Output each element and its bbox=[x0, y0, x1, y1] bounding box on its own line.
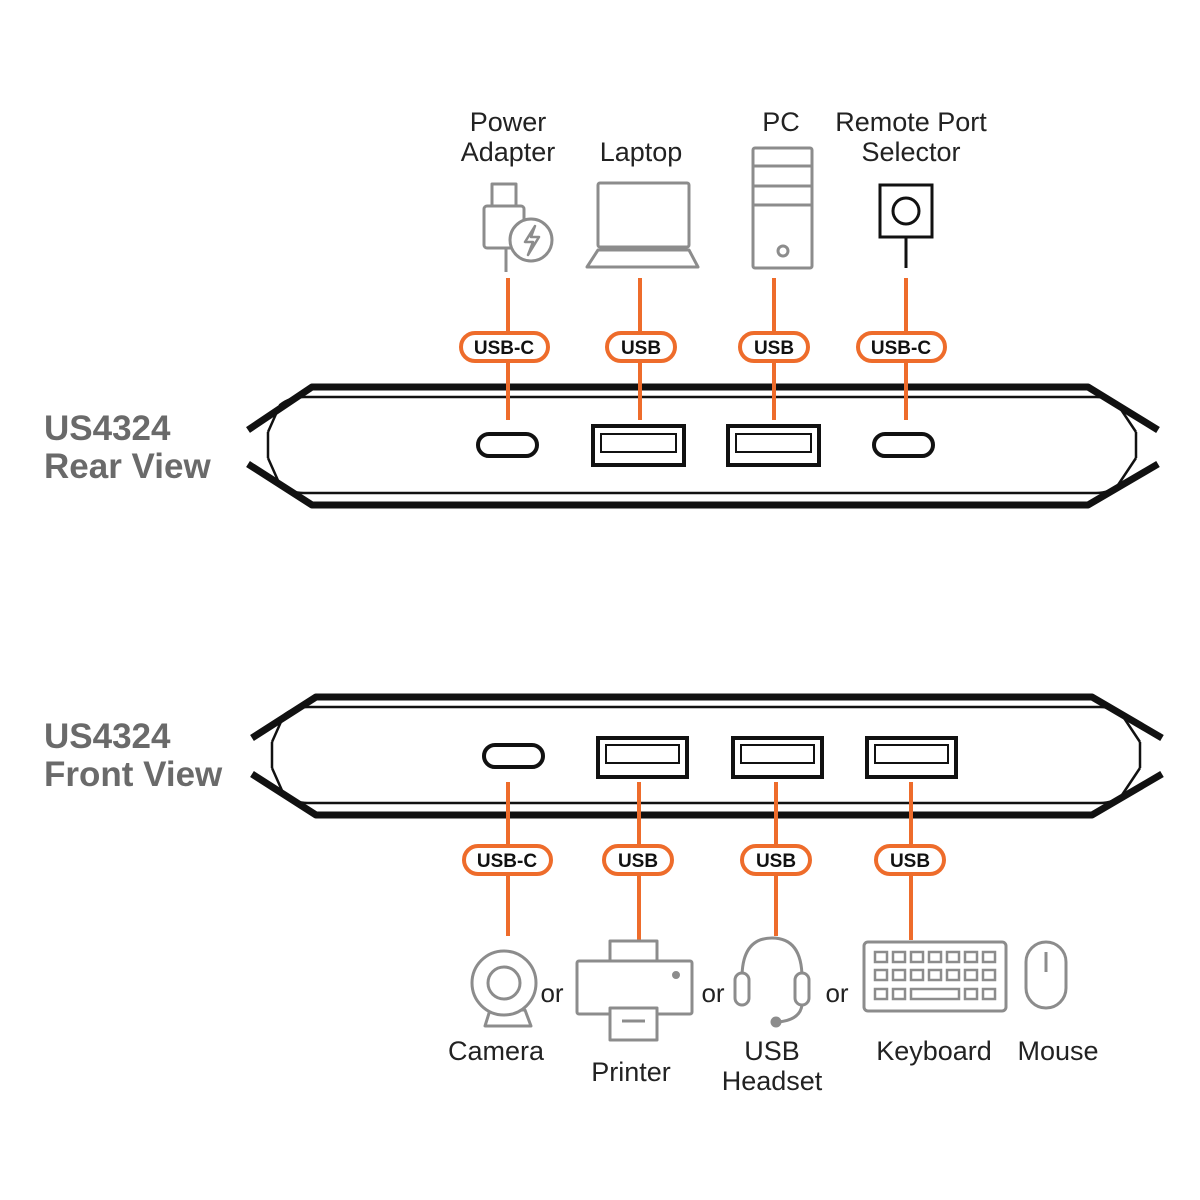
rear-usb-c-port-1 bbox=[476, 432, 539, 458]
rear-usb-a-port-2 bbox=[726, 424, 821, 467]
front-usb-c-port bbox=[482, 743, 545, 769]
front-device-body bbox=[250, 693, 1164, 819]
camera-label: Camera bbox=[448, 1036, 545, 1066]
rear-usb-c-port-2 bbox=[872, 432, 935, 458]
front-usb-a-port-3 bbox=[865, 736, 958, 779]
headset-label-line2: Headset bbox=[722, 1066, 823, 1096]
front-title-view: Front View bbox=[44, 755, 223, 794]
front-port-badge-4: USB bbox=[874, 844, 946, 876]
front-view: US4324 Front View bbox=[44, 693, 1164, 1096]
rear-usb-a-port-1 bbox=[591, 424, 686, 467]
front-title-model: US4324 bbox=[44, 717, 171, 756]
headset-label-line1: USB bbox=[744, 1036, 800, 1066]
rear-port-badge-2-text: USB bbox=[621, 338, 661, 359]
rear-device-body bbox=[246, 383, 1160, 509]
rear-port-badge-2: USB bbox=[605, 331, 677, 363]
front-usb-a-port-1 bbox=[596, 736, 689, 779]
or-separator-1: or bbox=[540, 978, 563, 1008]
remote-port-selector-label-line1: Remote Port bbox=[835, 107, 987, 137]
rear-port-badge-1: USB-C bbox=[459, 331, 550, 363]
headset-icon bbox=[733, 936, 811, 1028]
rear-title-view: Rear View bbox=[44, 447, 211, 486]
power-adapter-label-line1: Power bbox=[470, 107, 547, 137]
front-port-badge-2: USB bbox=[602, 844, 674, 876]
rear-port-badge-1-text: USB-C bbox=[474, 338, 534, 359]
rear-port-badge-4-text: USB-C bbox=[871, 338, 931, 359]
rear-port-badge-3: USB bbox=[738, 331, 810, 363]
front-connector-lines bbox=[506, 782, 913, 940]
printer-icon bbox=[575, 939, 694, 1042]
remote-port-selector-icon bbox=[878, 183, 934, 268]
front-port-badge-4-text: USB bbox=[890, 851, 930, 872]
mouse-label: Mouse bbox=[1017, 1036, 1098, 1066]
front-usb-a-port-2 bbox=[731, 736, 824, 779]
rear-title-model: US4324 bbox=[44, 409, 171, 448]
or-separator-2: or bbox=[701, 978, 724, 1008]
keyboard-icon bbox=[862, 940, 1008, 1013]
pc-label: PC bbox=[762, 107, 800, 137]
rear-view: US4324 Rear View bbox=[44, 107, 1160, 509]
pc-tower-icon bbox=[751, 146, 814, 270]
front-port-badge-3: USB bbox=[740, 844, 812, 876]
laptop-label: Laptop bbox=[600, 137, 683, 167]
camera-icon bbox=[470, 949, 538, 1028]
power-adapter-icon bbox=[482, 182, 554, 272]
front-port-badge-1-text: USB-C bbox=[477, 851, 537, 872]
mouse-icon bbox=[1024, 940, 1068, 1010]
front-port-badge-3-text: USB bbox=[756, 851, 796, 872]
rear-port-badge-4: USB-C bbox=[856, 331, 947, 363]
rear-connector-lines bbox=[506, 278, 908, 420]
keyboard-label: Keyboard bbox=[876, 1036, 992, 1066]
power-adapter-label-line2: Adapter bbox=[461, 137, 556, 167]
rear-port-badge-3-text: USB bbox=[754, 338, 794, 359]
front-port-badge-2-text: USB bbox=[618, 851, 658, 872]
remote-port-selector-label-line2: Selector bbox=[861, 137, 960, 167]
front-port-badge-1: USB-C bbox=[462, 844, 553, 876]
printer-label: Printer bbox=[591, 1057, 671, 1087]
laptop-icon bbox=[585, 181, 700, 269]
or-separator-3: or bbox=[825, 978, 848, 1008]
